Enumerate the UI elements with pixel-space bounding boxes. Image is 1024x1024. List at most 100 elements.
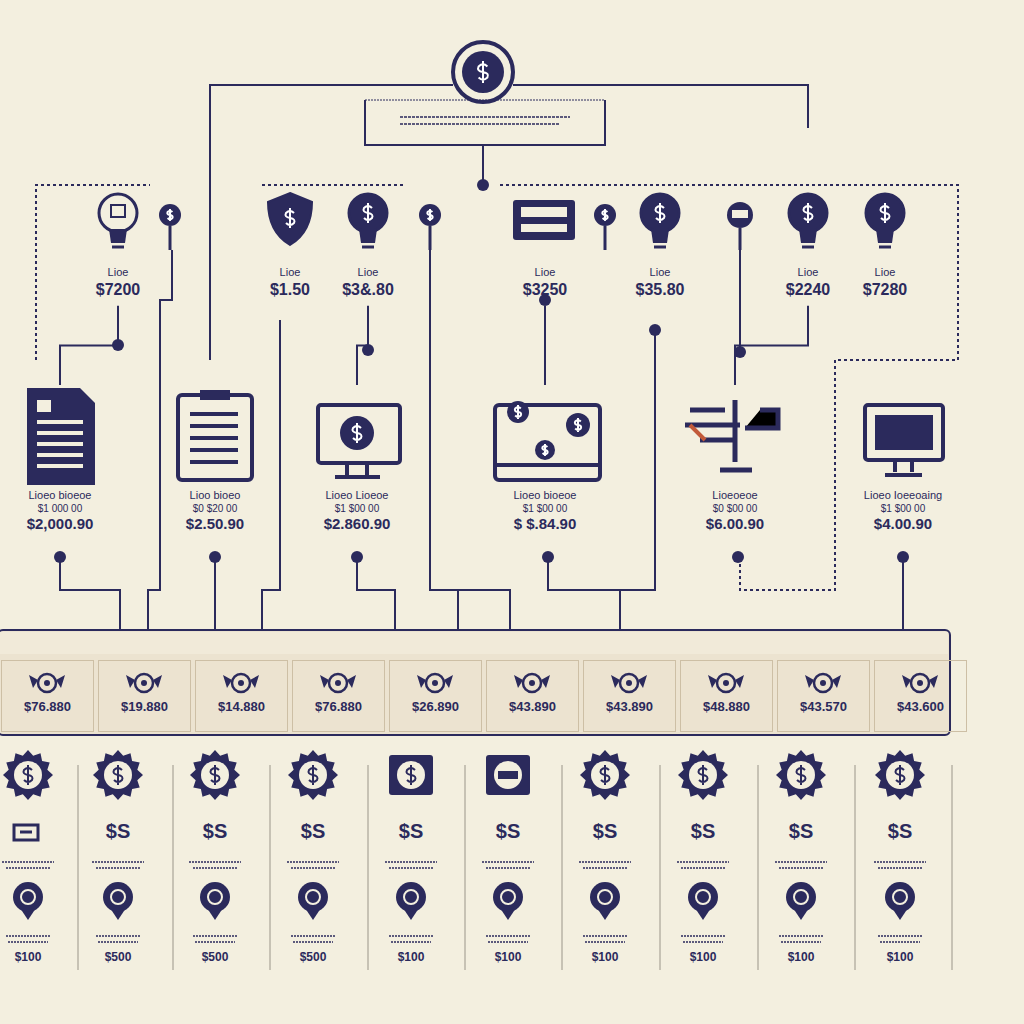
icon-part	[521, 224, 567, 232]
icon-part	[604, 226, 607, 250]
item-label: Lioe	[786, 266, 831, 280]
icon-part	[654, 246, 666, 249]
amount-text: $2.860.90	[324, 515, 391, 534]
dollar-symbol	[286, 208, 295, 228]
amount-text: $1.50	[270, 280, 310, 300]
symbol-label: $S	[691, 820, 715, 843]
icon-part	[879, 246, 891, 249]
fine-print	[385, 862, 437, 942]
icon-part	[200, 390, 230, 400]
amount-text: $76.880	[5, 699, 90, 715]
bracket	[365, 100, 605, 145]
item-label: Lioe	[523, 266, 568, 280]
monitor-icon	[318, 405, 400, 463]
monitor-icon	[865, 405, 943, 460]
wire	[357, 562, 395, 630]
icon-part	[886, 761, 914, 789]
savings-cell: $76.880	[292, 660, 385, 732]
icon-part	[109, 229, 127, 243]
item-label: Lioeo bioeoe	[27, 489, 94, 503]
icon-part	[514, 675, 550, 688]
dollar-symbol	[542, 444, 547, 456]
icon-part	[365, 100, 605, 101]
icon-part	[626, 680, 632, 686]
icon-part	[126, 675, 162, 688]
amount-text: $6.00.90	[706, 515, 764, 534]
cost-item: Lioe$3250	[520, 190, 571, 306]
amount-text: $4.00.90	[864, 515, 942, 534]
icon-part	[876, 229, 894, 243]
item-label: Lioo bioeo	[186, 489, 244, 503]
icon-part	[103, 882, 133, 912]
amount-text: $14.880	[199, 699, 284, 715]
icon-part	[111, 890, 125, 904]
dollar-symbol	[699, 765, 708, 785]
item-label: $1 000 00	[27, 503, 94, 516]
junction-dot	[542, 551, 554, 563]
icon-part	[141, 680, 147, 686]
column-rule	[660, 765, 661, 970]
amount-text: $2.50.90	[186, 515, 244, 534]
wire	[457, 590, 459, 630]
price-label: $100	[887, 950, 914, 964]
pig-icon	[911, 674, 929, 692]
connector	[735, 306, 808, 385]
dollar-symbol	[881, 203, 890, 223]
junction-dot	[54, 551, 66, 563]
dollar-symbol	[427, 209, 432, 221]
badge-icon	[3, 750, 53, 800]
icon-part	[799, 229, 817, 243]
savings-cell: $14.880	[195, 660, 288, 732]
dollar-symbol	[364, 203, 373, 223]
junction-dot	[351, 551, 363, 563]
wire	[262, 184, 405, 186]
dollar-symbol	[515, 405, 521, 419]
icon-part	[397, 761, 425, 789]
icon-part	[802, 246, 814, 249]
dollar-symbol	[309, 765, 318, 785]
dollar-symbol	[24, 765, 33, 785]
dollar-symbol	[601, 765, 610, 785]
icon-part	[566, 413, 590, 437]
pig-icon	[523, 674, 541, 692]
savings-cell: $76.880	[1, 660, 94, 732]
savings-cell: $48.880	[680, 660, 773, 732]
icon-part	[651, 229, 669, 243]
icon-part	[493, 882, 523, 912]
price-label: $100	[15, 950, 42, 964]
item-label: $0 $00 00	[706, 503, 764, 516]
savings-cell: $43.890	[486, 660, 579, 732]
icon-part	[794, 890, 808, 904]
shield-icon	[268, 193, 312, 245]
icon-part	[14, 825, 38, 840]
icon-part	[335, 680, 341, 686]
fine-print	[677, 862, 729, 942]
icon-part	[340, 416, 374, 450]
savings-cell: $43.600	[874, 660, 967, 732]
icon-part	[501, 890, 515, 904]
wire	[60, 562, 120, 630]
dollar-symbol	[804, 203, 813, 223]
icon-part	[44, 680, 50, 686]
savings-cell: $26.890	[389, 660, 482, 732]
icon-part	[885, 460, 922, 475]
icon-part	[885, 882, 915, 912]
wire	[262, 320, 280, 630]
fine-print	[92, 862, 144, 942]
clipboard-icon	[178, 395, 252, 480]
symbol-label: $S	[496, 820, 520, 843]
cost-item: Lioeo bioeoe$1 000 00$2,000.90	[24, 385, 97, 540]
amount-text: $2,000.90	[27, 515, 94, 534]
cost-item: Lioe$35.80	[633, 190, 688, 306]
wire	[210, 85, 453, 360]
amount-text: $ $.84.90	[513, 515, 576, 534]
item-label: $1 $00 00	[513, 503, 576, 516]
icon-part	[13, 882, 43, 912]
item-label: Lioe	[96, 266, 141, 280]
document-icon	[27, 388, 95, 485]
column-rule	[855, 765, 856, 970]
junction-dot	[897, 551, 909, 563]
amount-text: $48.880	[684, 699, 769, 715]
icon-part	[917, 680, 923, 686]
